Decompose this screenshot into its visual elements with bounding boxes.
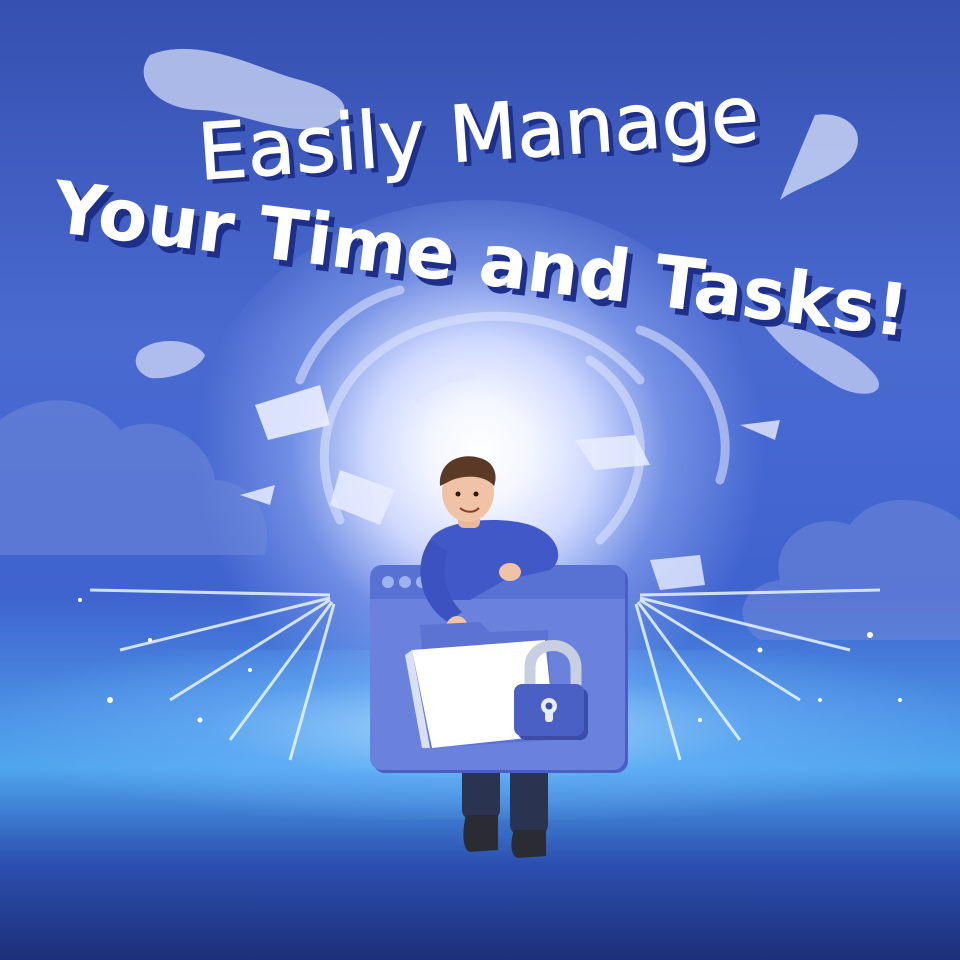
person: [420, 456, 559, 640]
paper-sheet: [740, 420, 780, 440]
window-dot: [382, 576, 394, 588]
person-arm: [420, 540, 462, 622]
right-shoe: [511, 830, 546, 858]
paper-sheet: [255, 385, 330, 440]
paper-sheet: [650, 555, 705, 590]
paper-sheet: [330, 470, 395, 525]
headline-block: Easily Manage Easily Manage Your Time an…: [47, 69, 918, 360]
right-cloud: [742, 499, 960, 640]
paper-sheet: [575, 435, 650, 470]
padlock-icon: [514, 640, 588, 740]
person-legs: [462, 760, 548, 858]
window-dot: [399, 576, 411, 588]
wisp-top-left: [143, 48, 345, 130]
person-hand: [499, 563, 521, 581]
person-torso: [430, 520, 559, 600]
person-hair: [439, 456, 496, 486]
sparkles: [78, 598, 902, 723]
paper-sheet: [240, 485, 275, 505]
wisp-top-right: [780, 114, 858, 200]
left-cloud: [0, 400, 268, 555]
light-rays-left: [89, 588, 336, 761]
wisp-left-small: [135, 340, 205, 379]
light-rays-right: [634, 588, 881, 761]
wisp-right: [760, 320, 880, 394]
swirl-strokes: [295, 285, 730, 545]
flying-papers: [240, 385, 780, 590]
left-shoe: [463, 815, 498, 852]
